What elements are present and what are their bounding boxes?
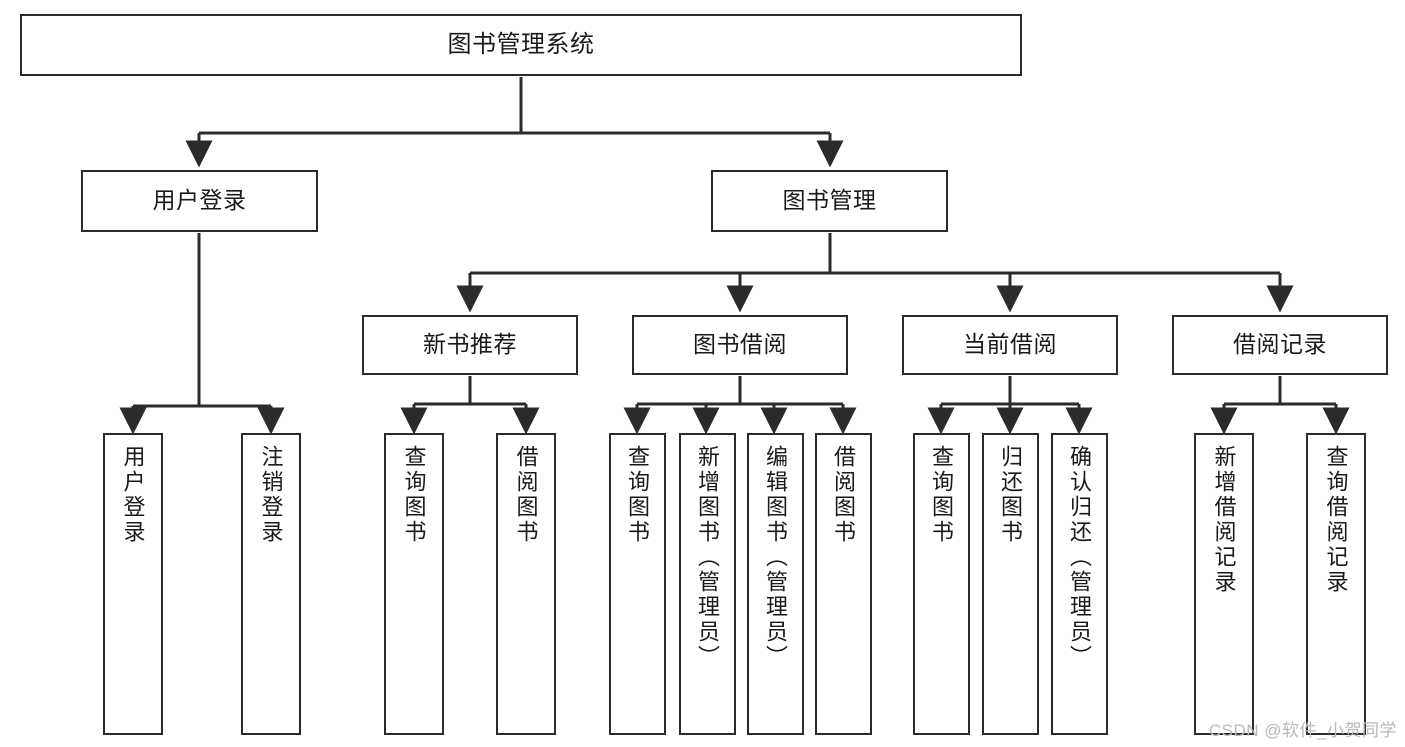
node-book-borrow[interactable]: 图书借阅 bbox=[632, 315, 848, 375]
node-leaf-confirm-return[interactable]: 确认归还（管理员） bbox=[1051, 433, 1108, 735]
node-current-borrow-label: 当前借阅 bbox=[963, 331, 1057, 358]
node-leaf-query-book-2[interactable]: 查询图书 bbox=[609, 433, 666, 735]
node-leaf-query-book-1[interactable]: 查询图书 bbox=[384, 433, 444, 735]
node-leaf-user-login-label: 用户登录 bbox=[120, 445, 146, 545]
node-user-login-label: 用户登录 bbox=[152, 187, 247, 214]
node-new-book-rec[interactable]: 新书推荐 bbox=[362, 315, 578, 375]
node-new-book-rec-label: 新书推荐 bbox=[423, 331, 517, 358]
node-leaf-borrow-book-1-label: 借阅图书 bbox=[513, 445, 539, 545]
node-leaf-return-book-label: 归还图书 bbox=[998, 445, 1024, 545]
node-book-borrow-label: 图书借阅 bbox=[693, 331, 787, 358]
node-leaf-borrow-book-2[interactable]: 借阅图书 bbox=[815, 433, 872, 735]
node-leaf-query-book-3-label: 查询图书 bbox=[929, 445, 955, 545]
node-leaf-borrow-book-2-label: 借阅图书 bbox=[831, 445, 857, 545]
watermark-text: CSDN @软件_小贺同学 bbox=[1208, 721, 1397, 740]
node-leaf-query-book-1-label: 查询图书 bbox=[401, 445, 427, 545]
node-leaf-query-record[interactable]: 查询借阅记录 bbox=[1306, 433, 1366, 735]
node-root[interactable]: 图书管理系统 bbox=[20, 14, 1022, 76]
node-leaf-add-book-label: 新增图书（管理员） bbox=[695, 445, 721, 670]
node-leaf-confirm-return-label: 确认归还（管理员） bbox=[1067, 445, 1093, 670]
node-book-manage-label: 图书管理 bbox=[782, 187, 877, 214]
node-leaf-add-book[interactable]: 新增图书（管理员） bbox=[679, 433, 736, 735]
node-leaf-add-record[interactable]: 新增借阅记录 bbox=[1194, 433, 1254, 735]
node-leaf-edit-book[interactable]: 编辑图书（管理员） bbox=[747, 433, 804, 735]
node-user-login[interactable]: 用户登录 bbox=[81, 170, 318, 232]
node-leaf-logout-login[interactable]: 注销登录 bbox=[241, 433, 301, 735]
node-leaf-logout-login-label: 注销登录 bbox=[258, 445, 284, 545]
node-root-label: 图书管理系统 bbox=[447, 30, 595, 58]
node-leaf-query-book-2-label: 查询图书 bbox=[625, 445, 651, 545]
node-leaf-add-record-label: 新增借阅记录 bbox=[1211, 445, 1237, 595]
node-leaf-user-login[interactable]: 用户登录 bbox=[103, 433, 163, 735]
node-current-borrow[interactable]: 当前借阅 bbox=[902, 315, 1118, 375]
node-leaf-edit-book-label: 编辑图书（管理员） bbox=[763, 445, 789, 670]
node-leaf-query-record-label: 查询借阅记录 bbox=[1323, 445, 1349, 595]
node-leaf-query-book-3[interactable]: 查询图书 bbox=[913, 433, 970, 735]
node-book-manage[interactable]: 图书管理 bbox=[711, 170, 948, 232]
node-leaf-borrow-book-1[interactable]: 借阅图书 bbox=[496, 433, 556, 735]
node-borrow-record-label: 借阅记录 bbox=[1233, 331, 1327, 358]
node-leaf-return-book[interactable]: 归还图书 bbox=[982, 433, 1039, 735]
node-borrow-record[interactable]: 借阅记录 bbox=[1172, 315, 1388, 375]
